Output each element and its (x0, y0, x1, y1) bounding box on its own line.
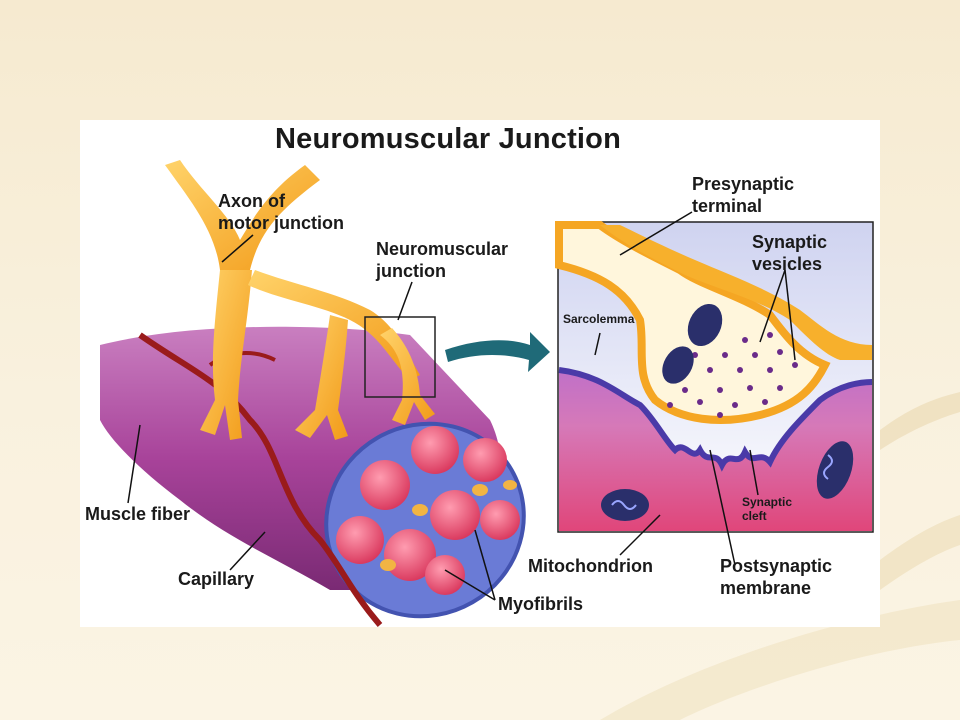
mitochondrion-icon (601, 303, 854, 521)
label-cleft-line1: Synaptic (742, 495, 793, 509)
label-muscle-fiber: Muscle fiber (85, 504, 191, 524)
label-vesicles-line1: Synaptic (752, 232, 828, 252)
inset-detail (555, 221, 874, 533)
label-vesicles-line2: vesicles (752, 254, 823, 274)
zoom-arrow-icon (445, 332, 550, 372)
label-presynaptic-line1: Presynaptic (692, 174, 795, 194)
page-title: Neuromuscular Junction (275, 123, 622, 155)
diagram-panel: Neuromuscular Junction Axon of motor jun… (80, 120, 880, 627)
leader-lines (127, 211, 796, 601)
synaptic-vesicles (667, 332, 798, 418)
label-cleft-line2: cleft (742, 509, 767, 523)
label-postsynaptic-line2: membrane (720, 578, 812, 598)
capillary-vessel (138, 332, 383, 627)
label-capillary: Capillary (178, 569, 255, 589)
label-presynaptic-line2: terminal (692, 196, 763, 216)
motor-axon (165, 160, 435, 440)
label-myofibrils: Myofibrils (498, 594, 584, 614)
myofibrils (336, 426, 520, 595)
label-axon-line1: Axon of (218, 191, 285, 211)
label-postsynaptic-line1: Postsynaptic (720, 556, 833, 576)
label-nmj-line2: junction (376, 261, 446, 281)
label-axon-line2: motor junction (218, 213, 344, 233)
label-nmj-line1: Neuromuscular (376, 239, 509, 259)
label-mitochondrion: Mitochondrion (528, 556, 653, 576)
label-sarcolemma: Sarcolemma (563, 312, 635, 326)
nmj-highlight-box (364, 316, 436, 398)
diagram-illustration (100, 160, 874, 627)
